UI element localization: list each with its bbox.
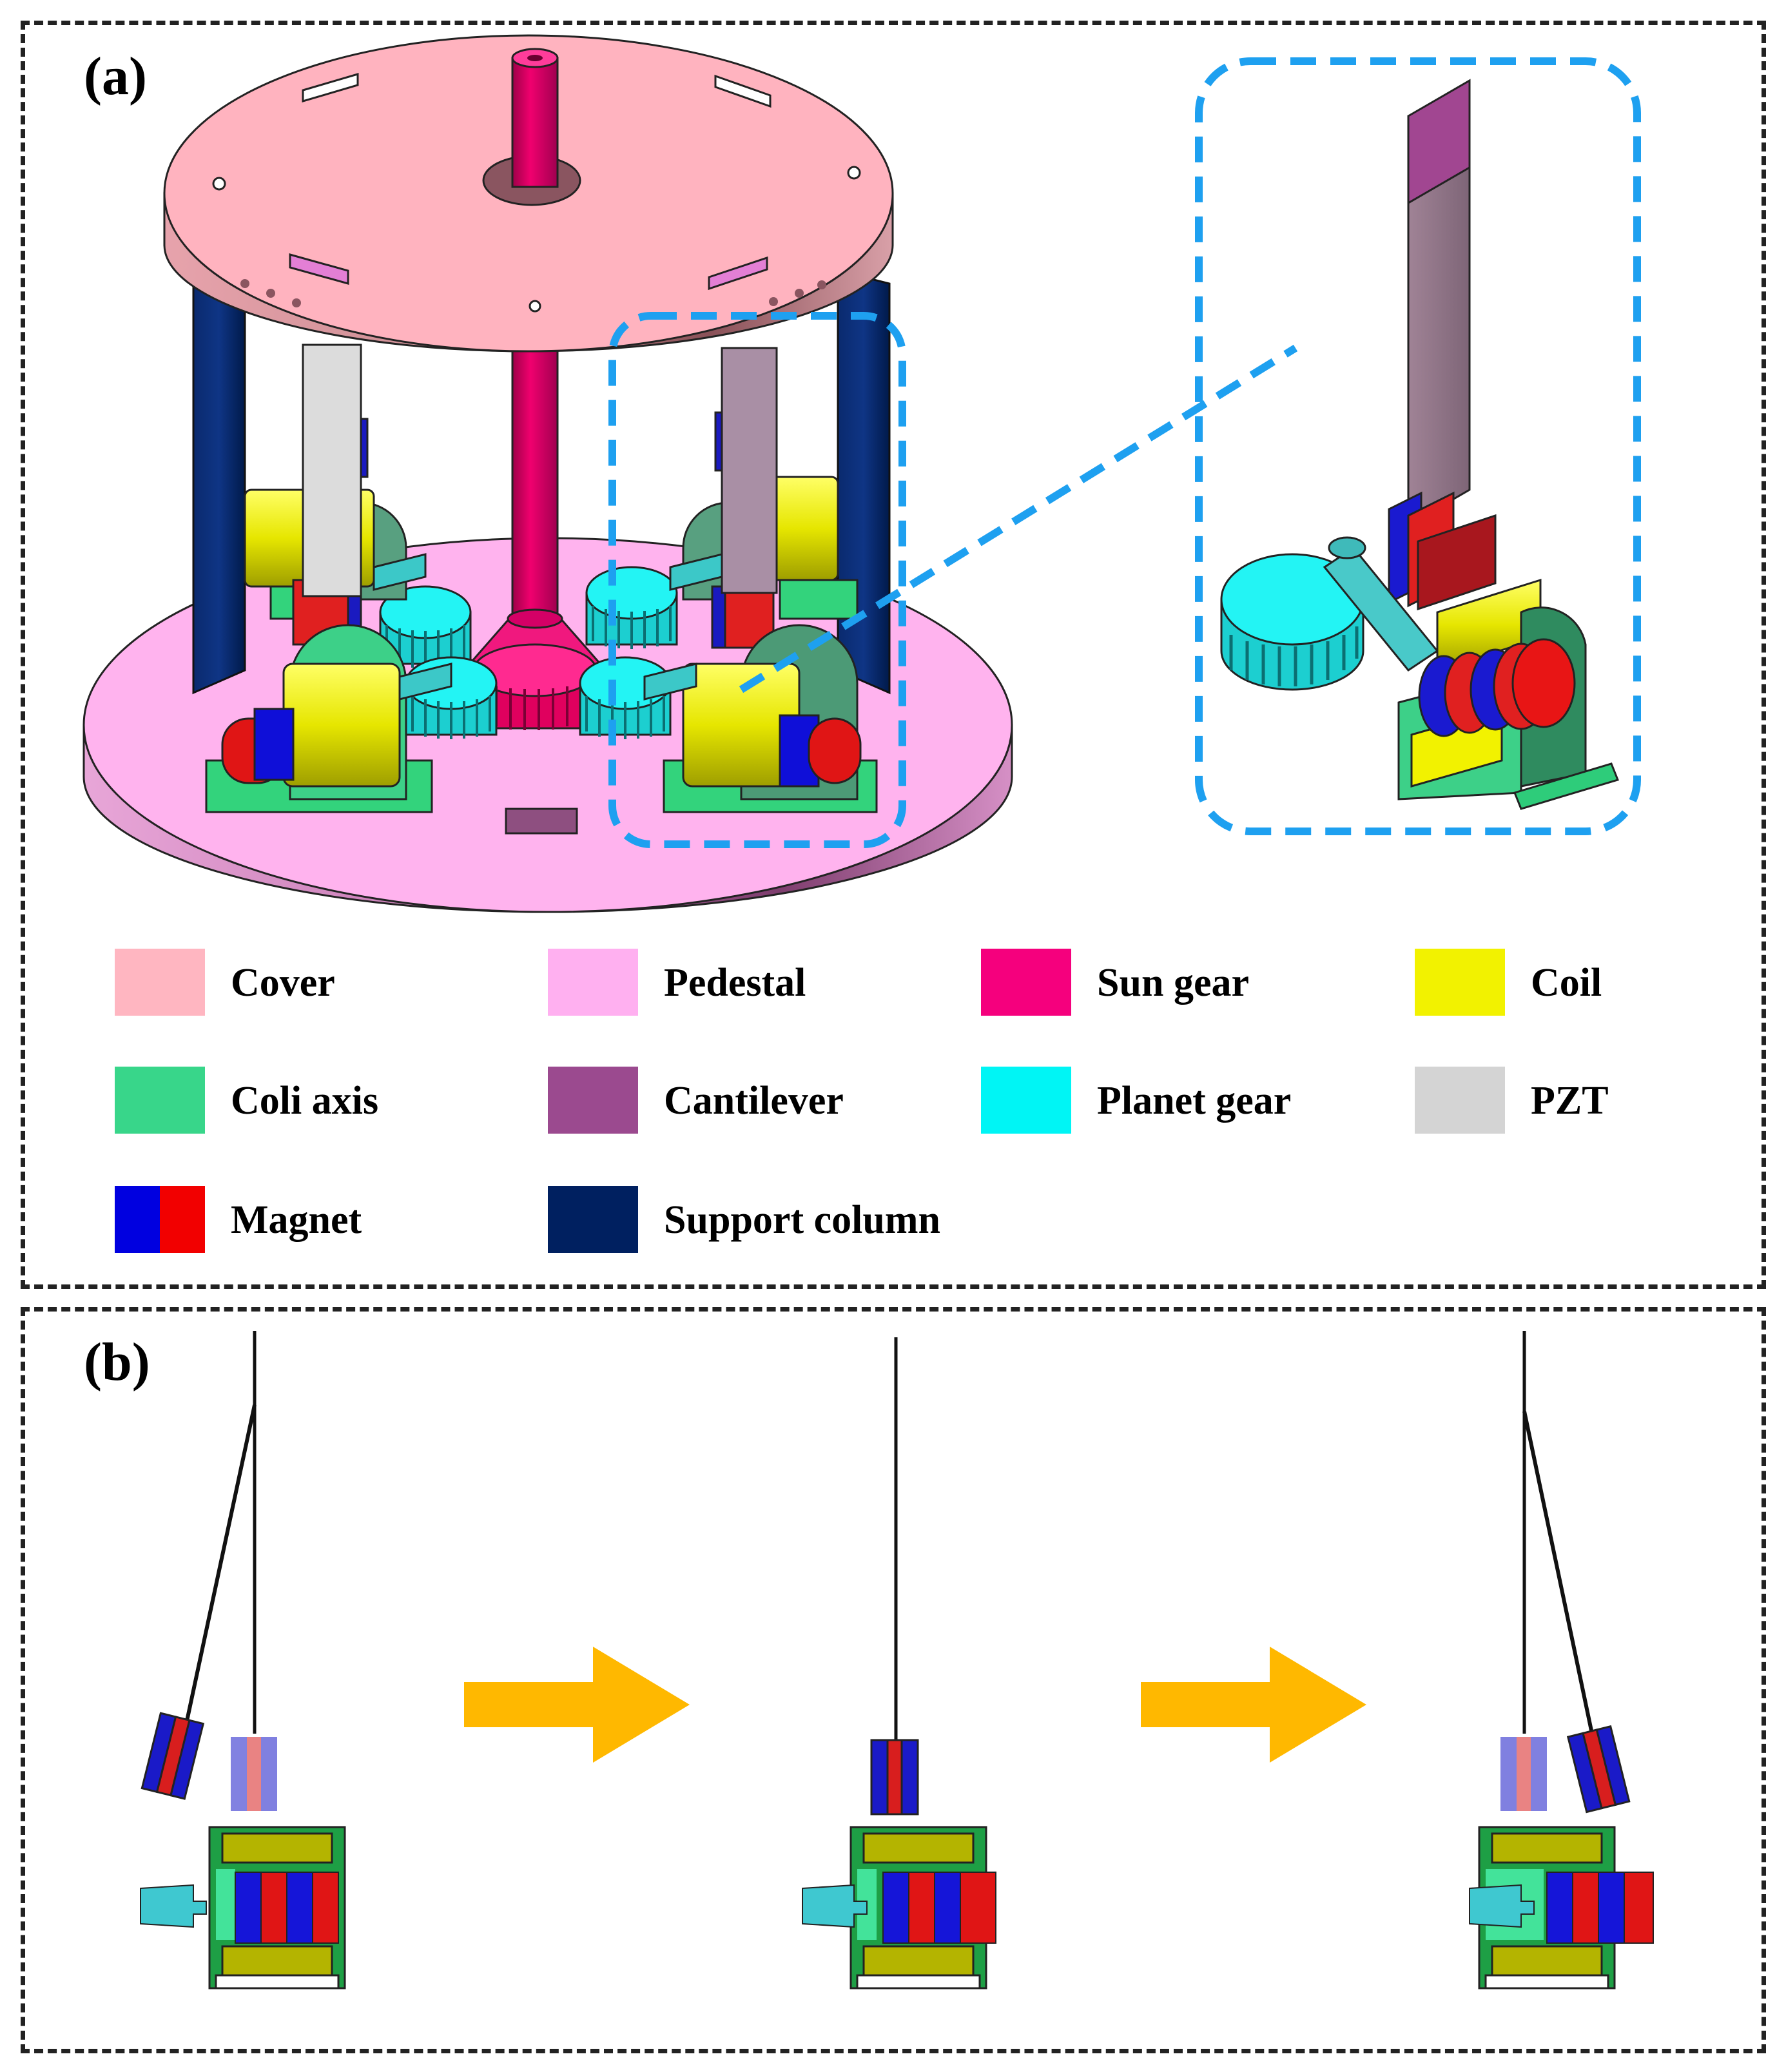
legend-swatch [115,1067,205,1134]
legend-swatch [981,949,1071,1016]
legend-label: Pedestal [664,961,806,1005]
magnet-deflected [141,1712,205,1800]
magnet-rest-ghost [1500,1737,1547,1811]
legend-item-support-column: Support column [548,1186,960,1253]
legend-label: Magnet [231,1198,362,1242]
crank-rod [140,1884,207,1928]
zoom-magnet-stack [1418,638,1576,737]
legend-swatch [1415,1067,1505,1134]
callout-zoom-box [1195,57,1641,835]
generator-unit-front-left [205,624,452,813]
legend-label: Cover [231,961,335,1005]
legend-item-planet-gear: Planet gear [981,1067,1393,1134]
crank-rod [1469,1884,1535,1928]
zoomed-generator-unit [1220,79,1620,810]
sequence-arrow-1 [464,1647,690,1763]
legend-swatch [548,1186,638,1253]
cantilever-deflected-right [1522,1411,1594,1734]
sequence-step-1 [140,1331,346,1990]
legend-swatch [981,1067,1071,1134]
coil-assembly [1469,1826,1654,1990]
generator-unit-front-right [643,624,878,813]
shaft-top [511,48,559,188]
legend-swatch [115,1186,205,1253]
legend-label: Coli axis [231,1079,379,1123]
cantilever-deflected-left [185,1404,257,1721]
magnet-rest-ghost [231,1737,277,1811]
legend-label: Sun gear [1097,961,1249,1005]
legend-swatch [548,1067,638,1134]
legend-item-coil: Coil [1415,949,1786,1016]
crank-rod [802,1884,868,1928]
legend-swatch [548,949,638,1016]
magnet-deflected [1566,1725,1631,1814]
legend-label: Coil [1531,961,1602,1005]
legend-item-pedestal: Pedestal [548,949,960,1016]
legend-item-sun-gear: Sun gear [981,949,1393,1016]
callout-connector [739,344,1298,693]
sequence-step-3 [1469,1331,1654,1990]
cover [163,34,894,353]
planet-gear [579,656,672,739]
callout-source-box [608,312,906,848]
sequence-arrow-2 [1141,1647,1366,1763]
motion-sequence [140,1331,1654,1990]
pedestal-slot [505,808,578,835]
planet-gear [585,566,678,649]
legend-label: PZT [1531,1079,1609,1123]
panel-a-label: (a) [84,46,147,106]
sequence-step-2 [802,1337,996,1990]
legend-label: Support column [664,1198,940,1242]
legend-item-pzt: PZT [1415,1067,1786,1134]
legend-item-coli-axis: Coli axis [115,1067,527,1134]
device-3d-view [83,34,1013,913]
pzt-strip-left [302,344,362,597]
legend-swatch [1415,949,1505,1016]
legend-item-cover: Cover [115,949,527,1016]
coil-assembly [140,1826,346,1990]
panel-b-label: (b) [84,1332,150,1392]
magnet-center [870,1739,919,1815]
legend-item-magnet: Magnet [115,1186,527,1253]
zoom-cantilever [1407,166,1471,527]
zoom-planet-gear [1220,553,1364,691]
legend-label: Planet gear [1097,1079,1292,1123]
panel-b-frame [21,1307,1766,2053]
legend-item-cantilever: Cantilever [548,1067,960,1134]
coil-assembly [802,1826,996,1990]
legend-swatch [115,949,205,1016]
panel-a-frame [21,21,1766,1289]
legend-label: Cantilever [664,1079,844,1123]
cantilever-strip-right [721,347,778,594]
